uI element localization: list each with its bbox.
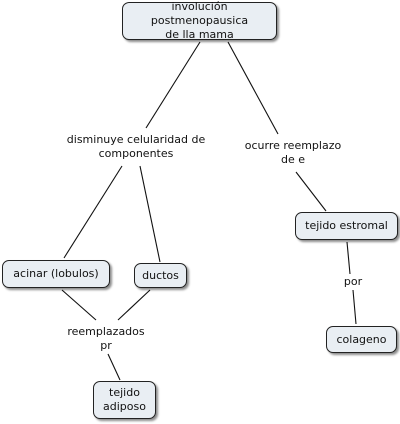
concept-node-tejido-estromal[interactable]: tejido estromal xyxy=(295,212,398,240)
line-root-to-disminuye xyxy=(145,41,201,129)
linking-phrase-ocurre: ocurre reemplazo de e xyxy=(232,139,354,167)
line-tejido-estromal-to-por xyxy=(346,241,351,275)
concept-node-tejido-adiposo[interactable]: tejido adiposo xyxy=(93,381,156,419)
line-disminuye-to-ductos xyxy=(139,165,161,263)
line-reemplazados-to-tejido-adiposo xyxy=(107,353,121,381)
concept-node-acinar[interactable]: acinar (lobulos) xyxy=(2,260,110,288)
line-ocurre-to-tejido-estromal xyxy=(295,171,327,212)
concept-node-colageno[interactable]: colageno xyxy=(326,326,397,353)
line-por-to-colageno xyxy=(352,289,357,325)
line-disminuye-to-acinar xyxy=(63,165,123,259)
line-root-to-ocurre xyxy=(227,41,279,135)
line-acinar-to-reemplazados xyxy=(61,289,97,321)
linking-phrase-reemplazados: reemplazados pr xyxy=(60,325,152,353)
line-ductos-to-reemplazados xyxy=(117,289,151,321)
concept-node-root[interactable]: involución postmenopausica de lla mama xyxy=(122,0,277,41)
linking-phrase-disminuye: disminuye celularidad de componentes xyxy=(54,133,218,161)
linking-phrase-por: por xyxy=(338,275,368,289)
concept-node-ductos[interactable]: ductos xyxy=(134,263,187,288)
